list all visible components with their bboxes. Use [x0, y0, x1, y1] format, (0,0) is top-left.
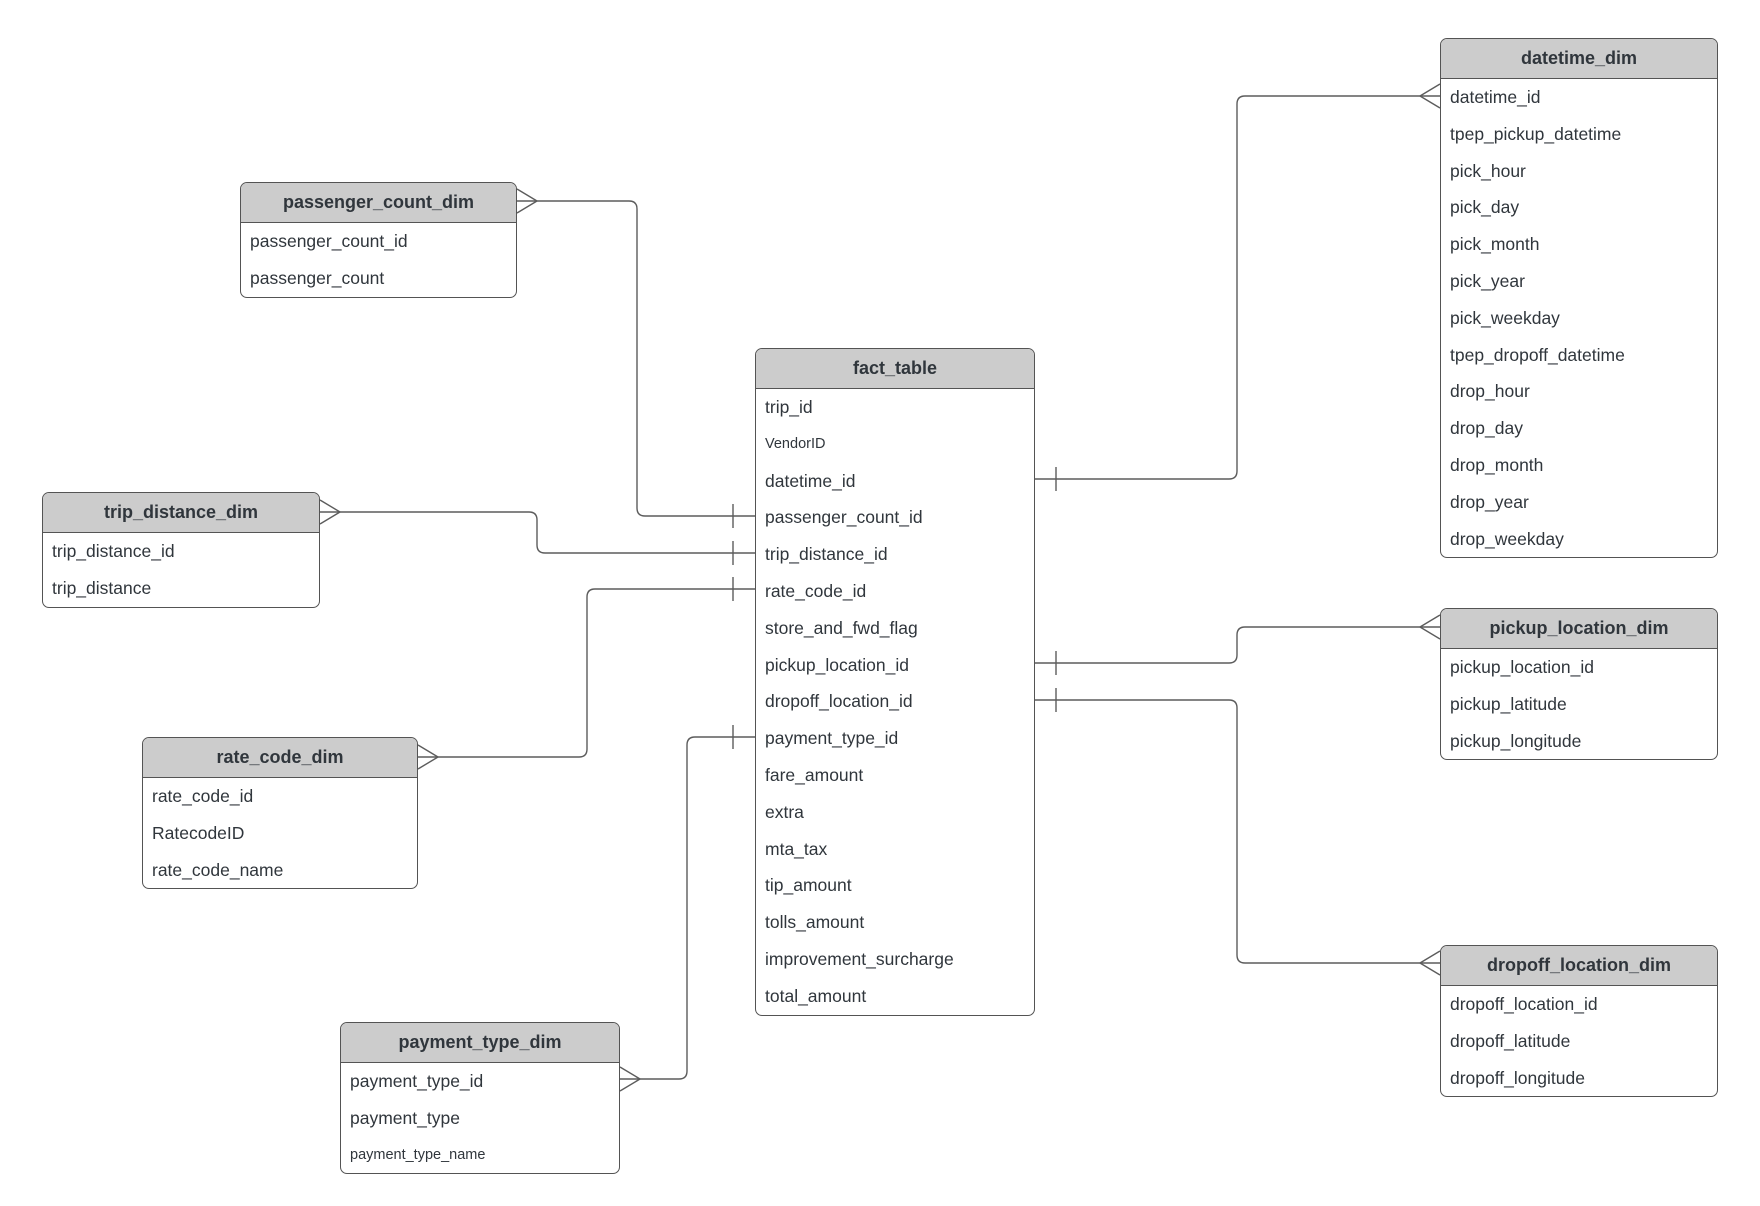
table-field: tip_amount [765, 875, 852, 896]
table-title: payment_type_dim [341, 1023, 619, 1063]
table-field: drop_day [1450, 418, 1523, 439]
table-field: tolls_amount [765, 912, 865, 933]
table-field: rate_code_name [152, 859, 284, 880]
table-field: tpep_pickup_datetime [1450, 123, 1622, 144]
table-title: dropoff_location_dim [1441, 946, 1717, 986]
table-field: drop_hour [1450, 381, 1530, 402]
table-field: total_amount [765, 985, 867, 1006]
many-crows-foot-icon [516, 188, 538, 214]
table-field: dropoff_location_id [765, 691, 913, 712]
many-crows-foot-icon [417, 744, 439, 770]
table-field: dropoff_longitude [1450, 1067, 1585, 1088]
table-field: store_and_fwd_flag [765, 617, 918, 638]
table-field: rate_code_id [765, 580, 867, 601]
table-field: drop_weekday [1450, 528, 1564, 549]
table-field: pickup_latitude [1450, 693, 1567, 714]
table-title: pickup_location_dim [1441, 609, 1717, 649]
connector-fact-pickup_location_dim [1035, 614, 1441, 675]
table-field: VendorID [765, 435, 826, 452]
many-crows-foot-icon [319, 499, 341, 525]
table-field: pick_hour [1450, 160, 1526, 181]
relationship-line [320, 511, 755, 554]
connector-fact-datetime_dim [1035, 83, 1441, 491]
table-title: trip_distance_dim [43, 493, 319, 533]
connector-fact-rate_code_dim [417, 577, 755, 770]
table-field: pickup_location_id [1450, 657, 1594, 677]
table-title: rate_code_dim [143, 738, 417, 778]
table-field: pickup_location_id [765, 654, 909, 675]
table-field: datetime_id [1450, 87, 1541, 107]
table-field: pick_year [1450, 270, 1525, 291]
many-crows-foot-icon [619, 1066, 641, 1092]
table-field: drop_month [1450, 454, 1544, 475]
table-field: payment_type_name [350, 1146, 486, 1163]
relationship-line [1035, 626, 1440, 664]
table-field: fare_amount [765, 764, 864, 785]
table-title: passenger_count_dim [241, 183, 516, 223]
many-crows-foot-icon [1419, 950, 1441, 976]
entity-table-payment_type_dim: payment_type_dim payment_type_id payment_t… [340, 1022, 620, 1175]
table-field: datetime_id [765, 470, 856, 491]
relationship-line [1035, 699, 1440, 964]
table-title: fact_table [756, 349, 1034, 389]
table-field: passenger_count_id [765, 507, 923, 528]
table-field: pick_month [1450, 234, 1540, 255]
relationship-line [1035, 95, 1440, 480]
table-field: drop_year [1450, 491, 1529, 512]
table-field: mta_tax [765, 838, 828, 859]
many-crows-foot-icon [1419, 83, 1441, 109]
connector-fact-passenger_count_dim [516, 188, 755, 528]
connector-fact-payment_type_dim [619, 725, 755, 1092]
table-field: extra [765, 801, 804, 822]
table-field: rate_code_id [152, 786, 254, 806]
entity-table-trip_distance_dim: trip_distance_dim trip_distance_id trip_di… [42, 492, 320, 608]
connector-fact-dropoff_location_dim [1035, 688, 1441, 976]
table-field: trip_id [765, 397, 813, 417]
entity-table-datetime_dim: datetime_dim datetime_id tpep_pickup_datet… [1440, 38, 1718, 559]
table-field: trip_distance_id [52, 541, 175, 561]
table-field: payment_type [350, 1107, 460, 1128]
table-field: trip_distance_id [765, 544, 888, 565]
relationship-line [418, 588, 755, 758]
table-field: RatecodeID [152, 822, 245, 843]
table-field: dropoff_location_id [1450, 994, 1598, 1014]
relationship-line [620, 736, 755, 1080]
connector-fact-trip_distance_dim [319, 499, 755, 565]
table-field: payment_type_id [350, 1071, 484, 1091]
table-field: pickup_longitude [1450, 730, 1582, 751]
table-field: tpep_dropoff_datetime [1450, 344, 1625, 365]
table-field: dropoff_latitude [1450, 1030, 1571, 1051]
many-crows-foot-icon [1419, 614, 1441, 640]
table-field: pick_day [1450, 197, 1520, 218]
table-field: trip_distance [52, 577, 152, 598]
table-field: pick_weekday [1450, 307, 1560, 328]
table-field: improvement_surcharge [765, 948, 954, 969]
table-title: datetime_dim [1441, 39, 1717, 79]
table-field: payment_type_id [765, 728, 899, 749]
table-field: passenger_count [250, 267, 385, 288]
relationship-line [517, 200, 755, 517]
table-field: passenger_count_id [250, 231, 408, 251]
